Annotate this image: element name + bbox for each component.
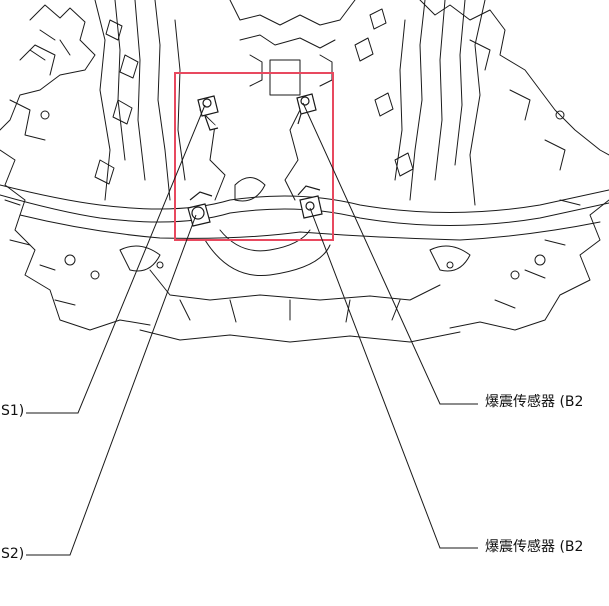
callout-label-left-top: S1) (0, 403, 27, 419)
knock-sensor-b2-rear (297, 185, 323, 219)
leader-line-right-top (302, 102, 478, 405)
engine-illustration (0, 0, 609, 343)
callout-label-right-top: 爆震传感器 (B2 (483, 394, 586, 410)
leader-line-left-top (24, 104, 206, 414)
callout-label-left-bottom: S2) (0, 546, 27, 562)
callout-label-right-bottom: 爆震传感器 (B2 (483, 539, 586, 555)
knock-sensor-b2-front (296, 93, 317, 125)
knock-sensor-group (187, 93, 323, 227)
leader-line-right-bottom (309, 207, 478, 549)
leader-lines (24, 102, 478, 556)
highlight-frame (174, 72, 334, 241)
leader-line-left-bottom (24, 214, 197, 556)
